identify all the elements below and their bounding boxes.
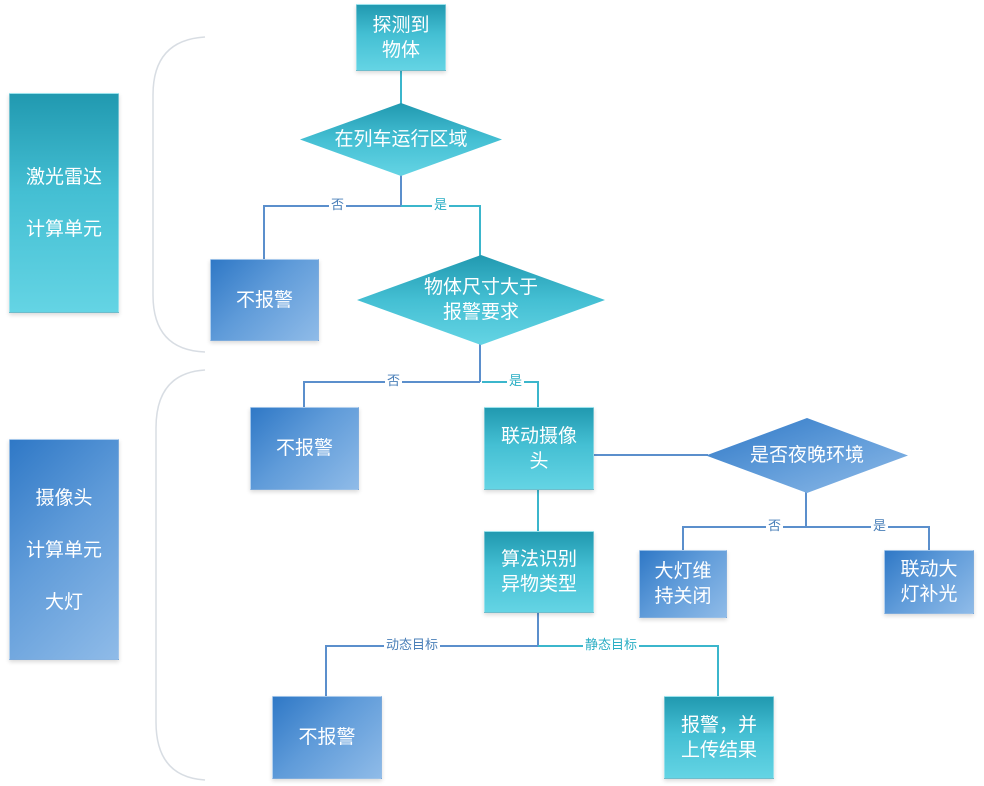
node-no-alarm-3-label: 不报警	[298, 726, 356, 748]
edge-label-static: 静态目标	[583, 638, 640, 653]
camera-unit-line-3: 大灯	[44, 590, 83, 613]
node-light-on-label: 联动大 灯补光	[900, 558, 958, 605]
node-link-camera[interactable]: 联动摄像 头	[484, 407, 594, 490]
node-no-alarm-2[interactable]: 不报警	[250, 407, 359, 490]
edge-label-size-yes: 是	[507, 374, 525, 389]
edge-label-size-no: 否	[385, 374, 403, 389]
lidar-unit-line-2: 计算单元	[25, 218, 102, 240]
node-alarm-upload-label: 报警，并 上传结果	[680, 713, 757, 761]
edge-zone-no	[263, 205, 401, 260]
node-classify-object[interactable]: 算法识别 异物类型	[484, 531, 594, 613]
lidar-unit-line-1: 激光雷达	[25, 166, 102, 188]
edge-size-yes	[482, 381, 539, 408]
edge-night-no	[682, 526, 806, 551]
edge-label-zone-yes: 是	[432, 198, 450, 213]
node-light-on[interactable]: 联动大 灯补光	[884, 550, 974, 614]
node-light-off[interactable]: 大灯维 持关闭	[639, 550, 727, 618]
camera-unit-panel: 摄像头 计算单元 大灯	[9, 439, 119, 660]
camera-unit-line-2: 计算单元	[25, 538, 102, 561]
decision-in-train-zone[interactable]: 在列车运行区域	[300, 103, 502, 176]
node-no-alarm-2-label: 不报警	[275, 437, 333, 459]
node-no-alarm-1-label: 不报警	[235, 288, 293, 311]
edge-label-dynamic: 动态目标	[384, 638, 441, 653]
node-no-alarm-3[interactable]: 不报警	[272, 696, 382, 779]
lidar-unit-panel: 激光雷达 计算单元	[9, 93, 119, 313]
edge-zone-yes	[401, 205, 481, 256]
decision-night-environment-label: 是否夜晚环境	[749, 444, 864, 466]
node-detect-object[interactable]: 探测到 物体	[356, 4, 446, 71]
camera-group-bracket	[155, 369, 206, 781]
node-light-off-label: 大灯维 持关闭	[654, 560, 712, 607]
edge-dynamic	[325, 645, 538, 697]
node-link-camera-label: 联动摄像 头	[500, 424, 577, 472]
edge-static	[538, 645, 719, 697]
decision-in-train-zone-label: 在列车运行区域	[334, 128, 468, 150]
edge-label-night-yes: 是	[871, 519, 889, 534]
decision-size-exceeds[interactable]: 物体尺寸大于 报警要求	[357, 255, 605, 345]
camera-unit-line-1: 摄像头	[35, 486, 93, 509]
decision-size-exceeds-label: 物体尺寸大于 报警要求	[423, 276, 538, 323]
node-no-alarm-1[interactable]: 不报警	[210, 259, 319, 341]
decision-night-environment[interactable]: 是否夜晚环境	[706, 418, 908, 493]
edge-size-no	[303, 381, 480, 408]
node-classify-object-label: 算法识别 异物类型	[500, 548, 577, 595]
edge-night-yes	[806, 526, 930, 551]
node-detect-object-label: 探测到 物体	[372, 13, 430, 61]
lidar-group-bracket	[152, 36, 206, 353]
node-alarm-upload[interactable]: 报警，并 上传结果	[664, 696, 774, 779]
edge-label-night-no: 否	[766, 519, 784, 534]
edge-label-zone-no: 否	[329, 198, 347, 213]
